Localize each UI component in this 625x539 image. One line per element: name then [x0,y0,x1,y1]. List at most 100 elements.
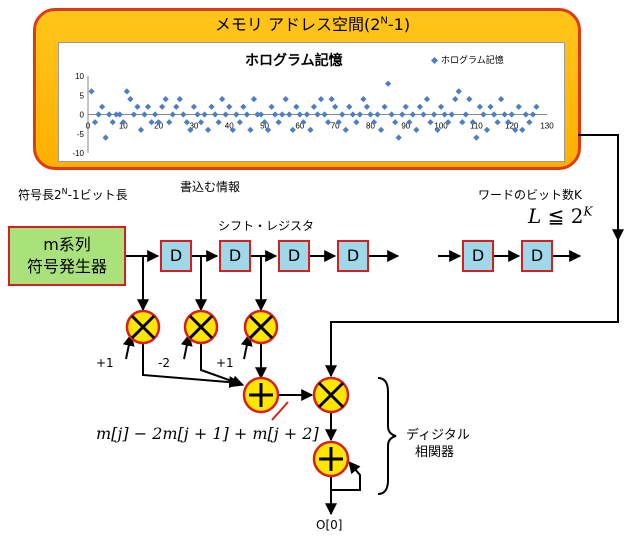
data-point [120,119,127,126]
digital-correlator-label-line2: 相関器 [415,445,455,460]
data-point [106,111,113,118]
data-point [233,111,240,118]
wire-acc-feedback [331,461,361,491]
data-point [526,119,533,126]
x-tick-label: 0 [86,122,91,131]
write-info-label: 書込む情報 [180,180,241,194]
chart-legend: ホログラム記憶 [430,53,504,66]
coefficient-1: +1 [96,356,114,370]
weight-formula: m[j] − 2m[j + 1] + m[j + 2] [96,424,319,443]
y-tick-label: -10 [72,149,84,158]
delay-register-3: D [278,240,310,272]
x-tick-label: 130 [540,122,554,131]
multiplier-icon-3 [243,309,279,345]
m-sequence-generator: m系列 符号発生器 [8,226,126,286]
correlator-bracket [377,377,397,495]
data-point [148,119,155,126]
data-point [187,126,194,134]
data-point [215,119,222,126]
data-point [180,111,187,118]
data-point [204,126,212,134]
data-point [134,103,141,110]
generator-label-line1: m系列 [43,235,91,254]
digital-correlator-label-line1: ディジタル [406,428,470,443]
data-point [250,95,258,103]
formula-pointer [271,401,289,421]
data-point [88,88,95,95]
data-point [190,103,198,110]
data-point [208,103,215,110]
data-point [162,95,169,103]
output-label: O[0] [316,518,343,532]
wire-m1-sum [142,343,242,389]
data-point [395,134,402,141]
delay-register-1: D [160,240,192,272]
data-point [99,103,106,110]
data-point [144,103,152,110]
data-point [243,111,250,118]
x-tick-label: 50 [260,122,269,131]
code-length-label: 符号長2N-1ビット長 [18,187,128,202]
data-point [197,119,205,126]
data-point [222,111,229,118]
multiplier-icon-4 [312,376,350,414]
word-bits-label: ワードのビット数K [478,188,582,202]
x-tick-label: 100 [434,122,448,131]
y-tick-label: 0 [80,111,85,120]
x-tick-label: 80 [366,122,375,131]
data-point [130,111,138,118]
data-point [113,111,120,118]
coefficient-3: +1 [216,356,234,370]
coefficient-2: -2 [158,356,170,370]
wire-coef-3 [240,333,253,360]
data-point [116,111,123,118]
data-point [219,95,226,103]
x-tick-label: 110 [470,122,483,131]
data-point [194,111,201,118]
data-point [95,111,102,118]
y-tick-label: -5 [77,130,85,139]
data-point [229,126,236,134]
multiplier-icon-2 [183,309,219,345]
accumulator-adder-icon [312,440,350,478]
adder-icon-1 [242,376,280,414]
data-point [127,95,134,103]
delay-register-5: D [462,240,494,272]
data-point [508,111,515,118]
y-tick-label: 10 [75,72,84,81]
data-point [141,111,148,118]
bound-formula: L ≦ 2K [528,204,593,228]
x-tick-label: 70 [331,122,340,131]
legend-label: ホログラム記憶 [441,56,504,66]
data-point [176,95,183,103]
data-point [109,119,116,126]
x-tick-label: 90 [401,122,410,131]
generator-label-line2: 符号発生器 [26,257,107,276]
data-point [183,119,190,126]
delay-register-4: D [337,240,369,272]
memory-title: メモリ アドレス空間(2N-1) [214,15,411,34]
data-point [137,126,145,134]
delay-register-6: D [521,240,553,272]
data-point [211,111,219,118]
data-point [155,119,162,126]
data-point [236,119,243,126]
y-tick-label: 5 [80,91,85,100]
data-point [173,103,180,110]
x-tick-label: 40 [225,122,234,131]
hologram-chart-panel [58,42,565,162]
data-point [166,119,173,126]
wire-coef-2 [180,333,193,360]
delay-register-2: D [219,240,251,272]
data-point [151,111,159,118]
x-tick-label: 60 [295,122,304,131]
data-point [169,111,176,118]
wire-memory-down [578,134,624,242]
chart-title: ホログラム記憶 [245,53,343,69]
shift-register-label: シフト・レジスタ [218,219,315,233]
data-point [201,111,208,118]
x-tick-label: 20 [154,122,163,131]
x-tick-label: 10 [119,122,128,131]
